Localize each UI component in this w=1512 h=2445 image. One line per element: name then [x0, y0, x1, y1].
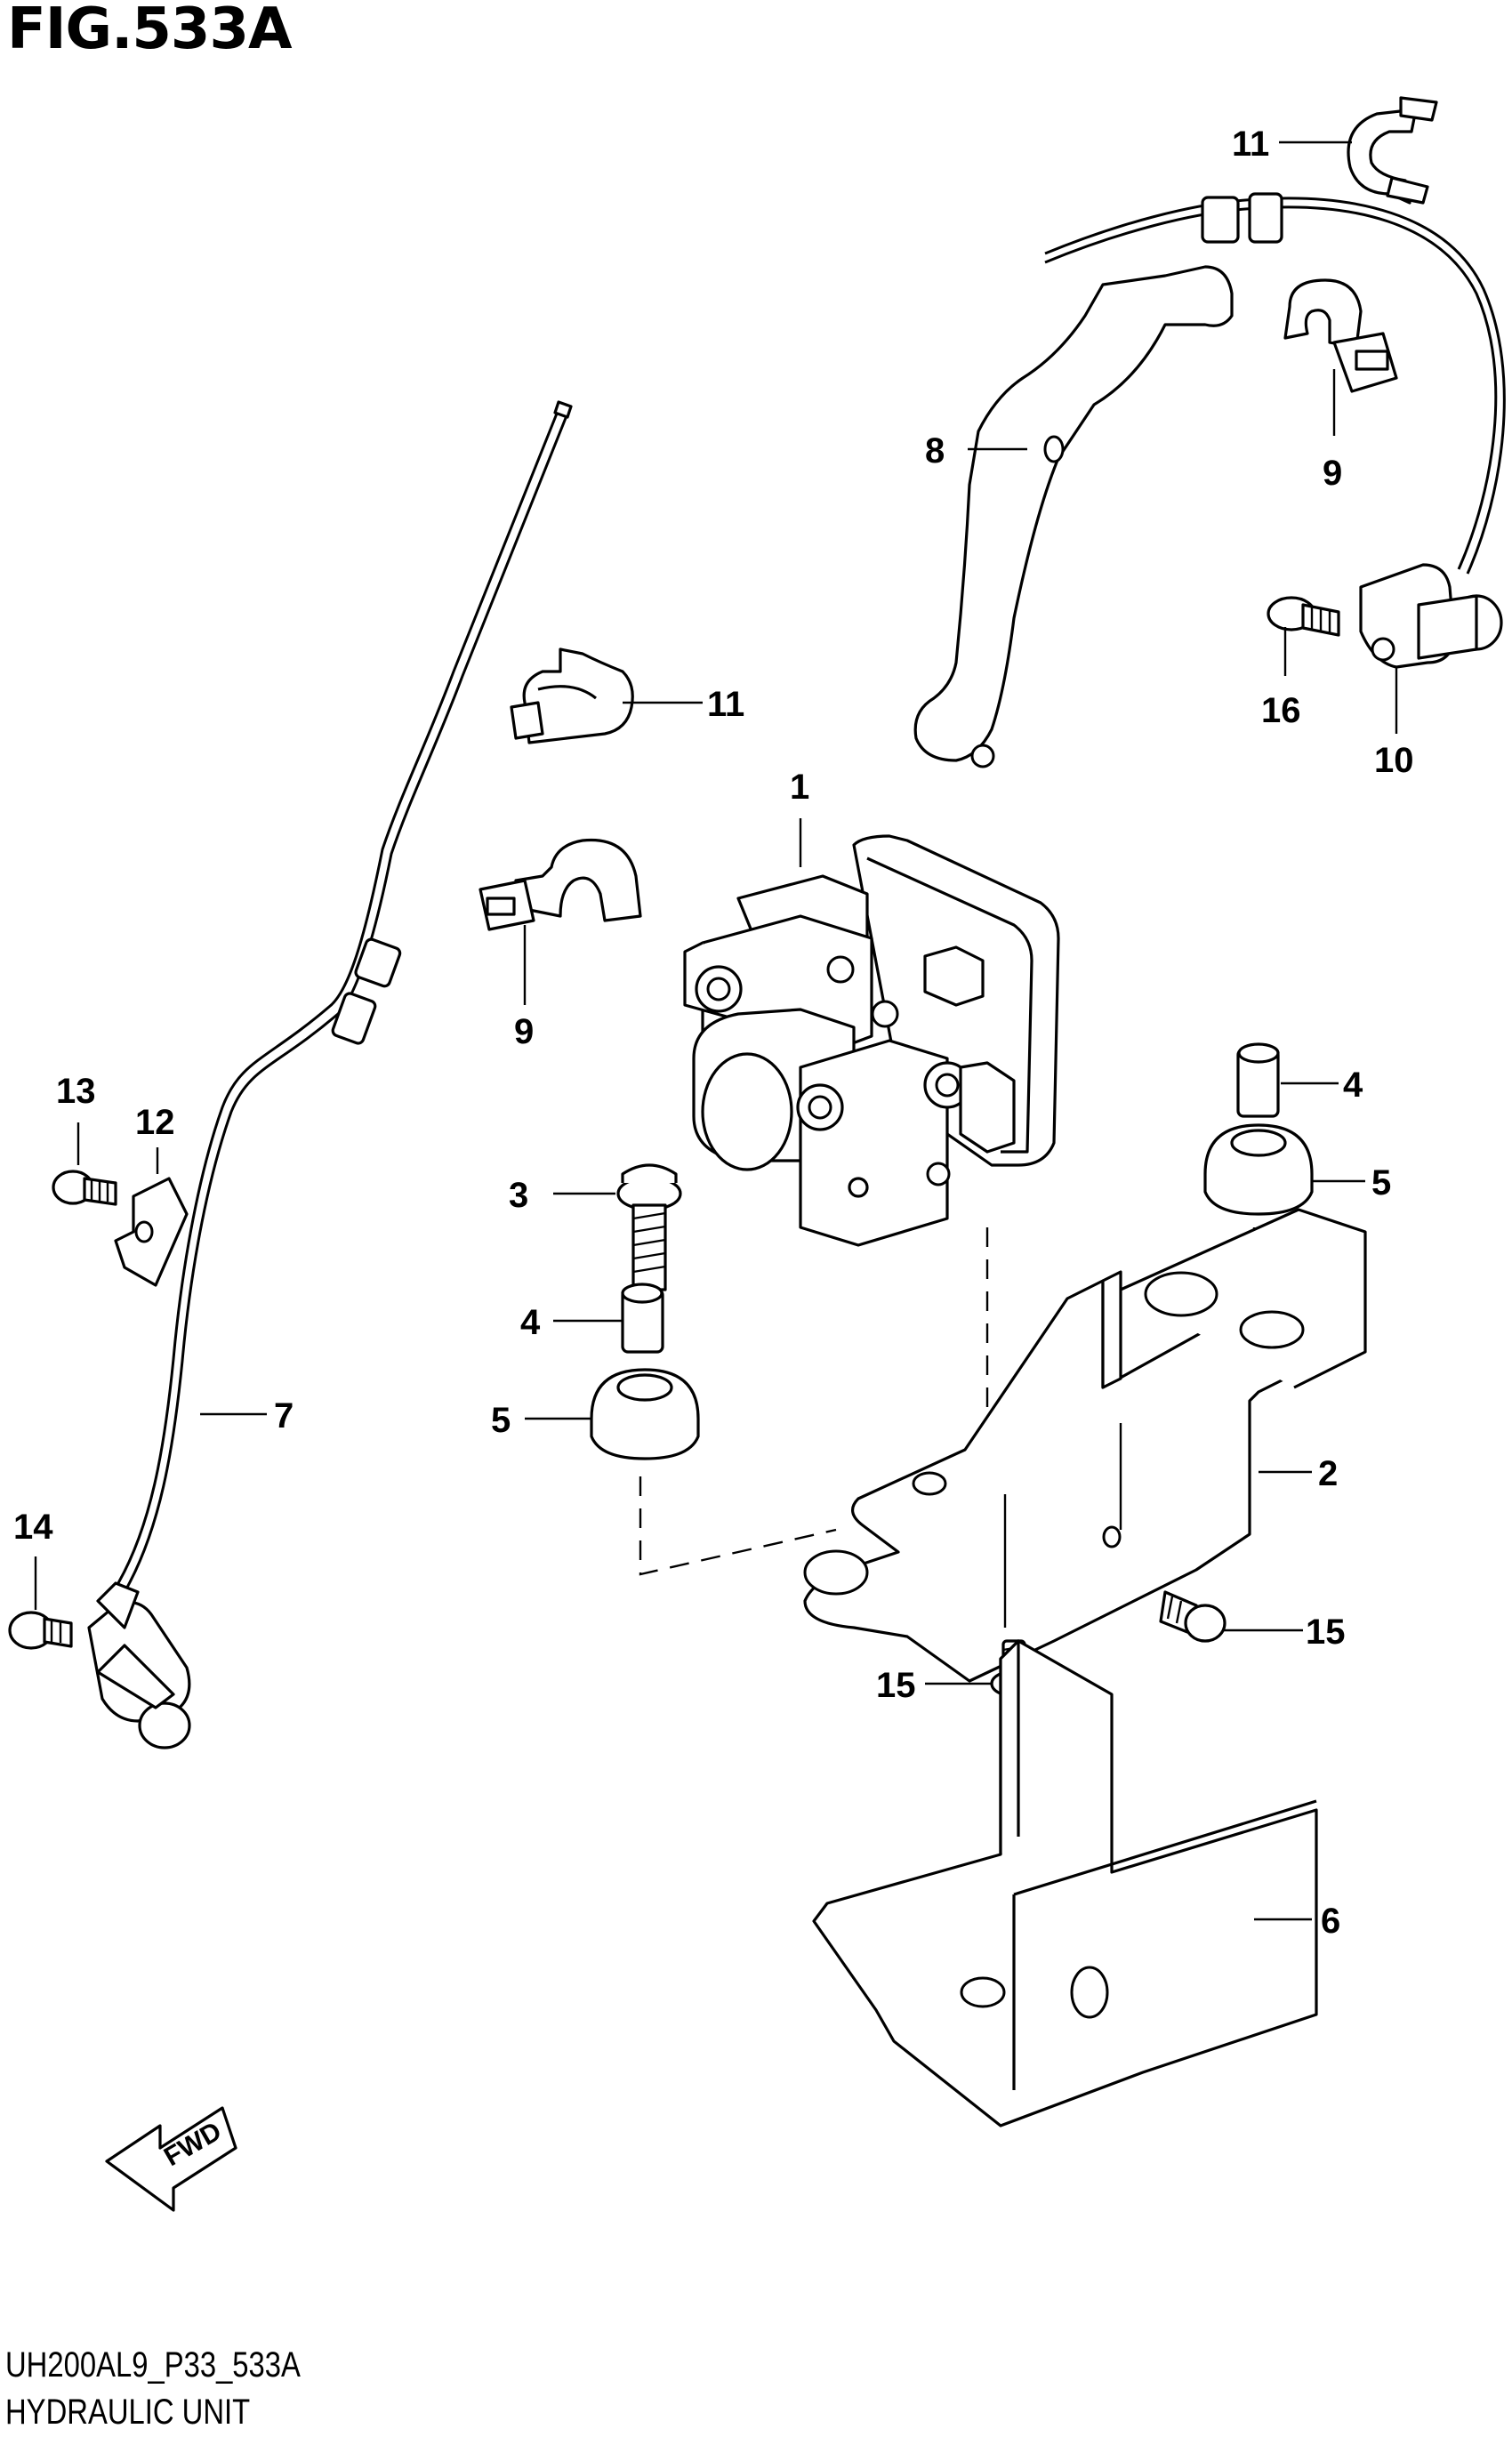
- part-8-bracket: [913, 265, 1234, 768]
- callout-7: 7: [274, 1396, 294, 1436]
- part-13-bolt: [52, 1170, 117, 1206]
- callout-4-right: 4: [1343, 1066, 1363, 1105]
- callout-15-left: 15: [876, 1666, 916, 1705]
- part-9-clamp-middle: [479, 838, 642, 931]
- figure-title: FIG.533A: [7, 0, 292, 62]
- callout-12: 12: [135, 1103, 175, 1142]
- part-2-mounting-bracket: [803, 1208, 1367, 1683]
- part-12-clip: [114, 1177, 189, 1287]
- callout-11-top: 11: [1232, 125, 1269, 164]
- callout-10: 10: [1374, 741, 1414, 780]
- callout-9-right: 9: [1323, 454, 1342, 493]
- part-9-clamp-right: [1283, 278, 1398, 393]
- callout-leaders: [34, 141, 1398, 1921]
- callout-2: 2: [1318, 1454, 1338, 1493]
- callout-5-right: 5: [1371, 1163, 1391, 1202]
- callout-labels: 11 8 9 16 10 11 9 1 3 4 5 4 5 2 15 15 6 …: [13, 125, 1414, 1941]
- part-1-hydraulic-unit: [683, 834, 1060, 1247]
- callout-9-middle: 9: [514, 1012, 534, 1051]
- part-10-wheel-sensor-right: [1044, 192, 1506, 669]
- callout-6: 6: [1321, 1902, 1340, 1941]
- fwd-arrow-icon: FWD: [105, 2106, 237, 2212]
- part-4-spacer-left: [621, 1283, 664, 1354]
- callout-13: 13: [56, 1072, 96, 1111]
- part-11-clip-middle: [510, 647, 634, 744]
- part-7-wheel-sensor-left: [87, 400, 573, 1749]
- part-11-clip-top: [1347, 96, 1438, 205]
- part-6-cover: [812, 1639, 1318, 2127]
- part-5-grommet-left: [590, 1368, 700, 1460]
- part-5-grommet-right: [1203, 1123, 1314, 1216]
- callout-3: 3: [509, 1176, 528, 1215]
- part-3-bolt: [616, 1163, 682, 1291]
- part-15-bolt-a: [1159, 1590, 1226, 1643]
- callout-15-right: 15: [1306, 1613, 1346, 1652]
- figure-code: UH200AL9_P33_533A: [5, 2345, 301, 2385]
- callout-8: 8: [925, 431, 945, 471]
- figure-name: HYDRAULIC UNIT: [5, 2393, 251, 2432]
- part-4-spacer-right: [1236, 1042, 1280, 1118]
- callout-14: 14: [13, 1508, 53, 1547]
- part-14-bolt: [8, 1611, 73, 1650]
- callout-11-middle: 11: [707, 685, 744, 724]
- callout-1: 1: [790, 768, 809, 807]
- callout-4-left: 4: [520, 1303, 541, 1342]
- callout-5-left: 5: [491, 1401, 511, 1440]
- callout-16: 16: [1261, 691, 1301, 730]
- part-16-bolt: [1267, 596, 1340, 637]
